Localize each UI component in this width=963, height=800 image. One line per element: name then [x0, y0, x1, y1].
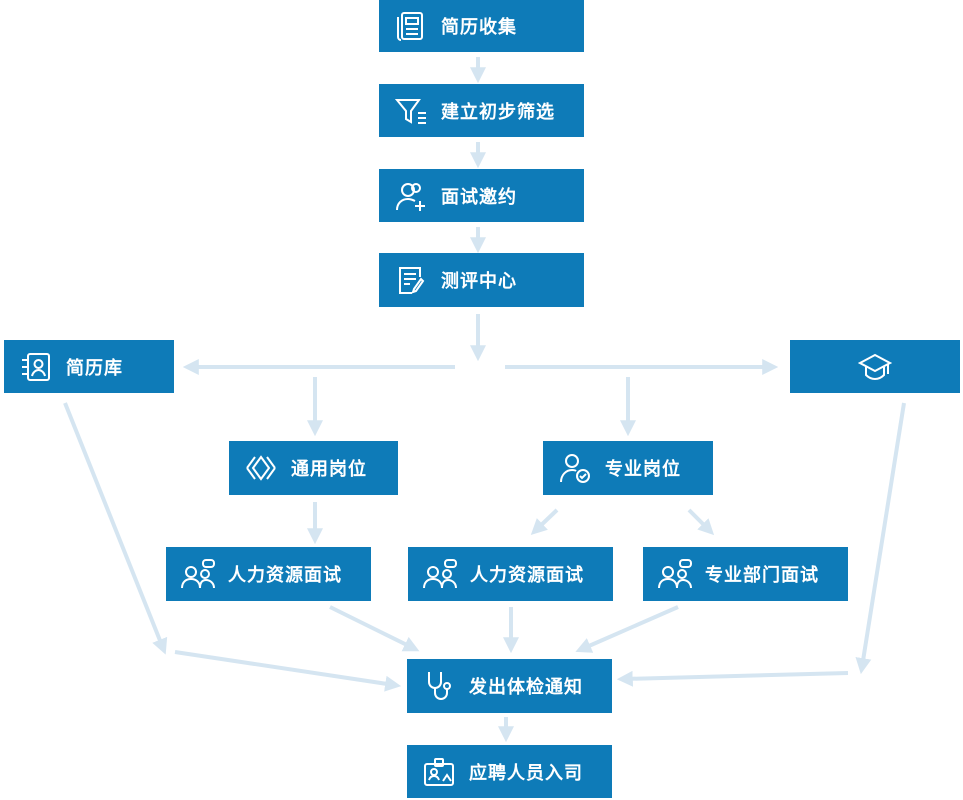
node-label: 专业岗位	[605, 459, 681, 480]
node-resume-library: 简历库	[4, 340, 174, 393]
node-label: 人力资源面试	[228, 565, 342, 586]
arrow-hr1-to-exam	[329, 605, 420, 652]
stethoscope-icon	[421, 668, 457, 704]
add-user-icon	[393, 178, 429, 214]
group-chat-icon	[180, 556, 216, 592]
node-label: 人力资源面试	[470, 565, 584, 586]
document-list-icon	[393, 8, 429, 44]
node-interview-invitation: 面试邀约	[379, 169, 584, 222]
node-resume-collection: 简历收集	[379, 0, 584, 52]
edit-document-icon	[393, 262, 429, 298]
node-label: 面试邀约	[441, 186, 517, 208]
node-hr-interview-general: 人力资源面试	[166, 547, 371, 601]
group-chat-icon	[422, 556, 458, 592]
arrow-campus-to-exam	[616, 670, 849, 687]
node-department-interview: 专业部门面试	[643, 547, 848, 601]
arrow-campus-down	[855, 402, 906, 675]
node-label: 应聘人员入司	[469, 762, 583, 784]
node-assessment-center: 测评中心	[379, 253, 584, 307]
node-hr-interview-professional: 人力资源面试	[408, 547, 613, 601]
arrow-library-to-exam	[174, 650, 402, 692]
node-label: 发出体检通知	[469, 677, 583, 698]
node-initial-screening: 建立初步筛选	[379, 84, 584, 137]
filter-icon	[393, 93, 429, 129]
node-general-positions: 通用岗位	[229, 441, 398, 495]
node-label: 简历库	[66, 357, 123, 379]
layers-icon	[243, 450, 279, 486]
arrow-prof-to-dept	[687, 508, 715, 536]
profile-card-icon	[18, 349, 54, 385]
graduation-cap-icon	[857, 349, 893, 385]
node-label: 建立初步筛选	[441, 101, 555, 123]
arrow-library-down	[63, 402, 168, 655]
node-professional-positions: 专业岗位	[543, 441, 713, 495]
node-onboarding: 应聘人员入司	[407, 745, 612, 798]
node-label: 测评中心	[441, 271, 517, 292]
verified-user-icon	[557, 450, 593, 486]
node-label: 专业部门面试	[705, 565, 819, 586]
arrow-dept-to-exam	[575, 605, 679, 653]
node-label: 通用岗位	[291, 459, 367, 480]
group-chat-icon	[657, 556, 693, 592]
node-physical-exam-notice: 发出体检通知	[407, 659, 612, 713]
id-badge-icon	[421, 754, 457, 790]
arrow-prof-to-hr	[530, 508, 559, 535]
node-label: 简历收集	[441, 17, 517, 38]
node-campus	[790, 340, 960, 393]
